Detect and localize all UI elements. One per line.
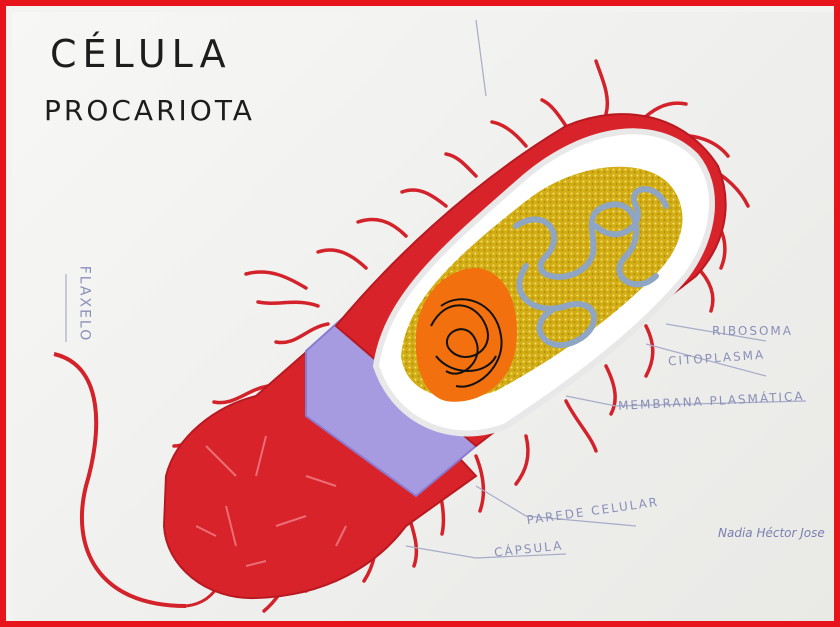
title-line-1: CÉLULA <box>50 32 232 76</box>
label-ribosome: RIBOSOMA <box>712 324 793 338</box>
label-flagellum: FLAXELO <box>76 266 92 343</box>
signature: Nadia Héctor Jose <box>718 526 825 540</box>
title-line-2: PROCARIOTA <box>44 94 255 127</box>
